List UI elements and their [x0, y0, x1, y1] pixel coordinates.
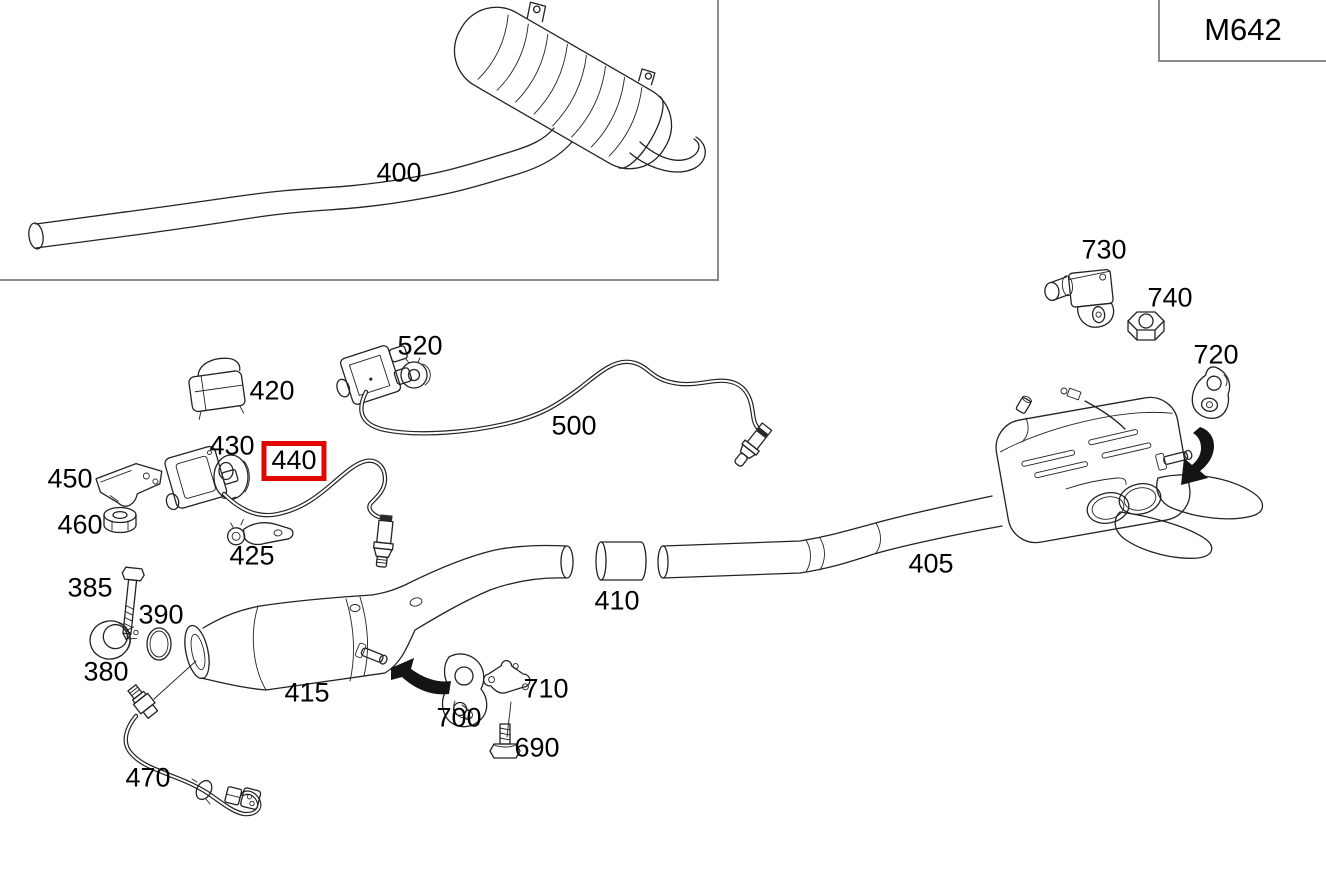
part-drawing-425: [226, 518, 294, 546]
part-label-450[interactable]: 450: [47, 463, 93, 494]
part-drawing-710: [483, 660, 531, 738]
part-label-470[interactable]: 470: [125, 762, 171, 793]
part-drawing-440: [164, 445, 394, 568]
part-drawing-rear-muffler: [995, 387, 1264, 559]
part-drawing-390: [146, 627, 172, 661]
part-drawing-405: [657, 495, 1003, 579]
part-drawing-730: [1044, 268, 1115, 328]
part-drawing-400: [28, 1, 706, 250]
part-label-390[interactable]: 390: [138, 599, 184, 630]
part-label-690[interactable]: 690: [514, 732, 560, 763]
arrow-700: [391, 658, 451, 695]
inset-frame: [0, 0, 719, 281]
part-drawing-380: [89, 620, 139, 660]
part-drawing-450: [95, 462, 163, 507]
part-label-740[interactable]: 740: [1147, 282, 1193, 313]
part-label-700[interactable]: 700: [436, 702, 482, 733]
part-label-730[interactable]: 730: [1081, 234, 1127, 265]
part-label-440-highlighted[interactable]: 440: [261, 441, 327, 481]
part-label-380[interactable]: 380: [83, 656, 129, 687]
part-label-440: 440: [271, 445, 317, 475]
part-drawing-410: [595, 541, 647, 581]
part-label-420[interactable]: 420: [249, 375, 295, 406]
part-drawing-420: [188, 357, 246, 420]
part-drawing-690: [489, 723, 521, 759]
part-label-410[interactable]: 410: [594, 585, 640, 616]
part-drawing-470: [123, 684, 262, 817]
part-label-385[interactable]: 385: [67, 572, 113, 603]
part-drawing-740: [1127, 311, 1165, 341]
part-drawing-520: [336, 345, 431, 405]
engine-code-box: M642: [1158, 0, 1326, 62]
part-label-710[interactable]: 710: [523, 673, 569, 704]
part-label-405[interactable]: 405: [908, 548, 954, 579]
part-drawing-415: [153, 544, 574, 700]
part-label-415[interactable]: 415: [284, 677, 330, 708]
part-drawing-720: [1191, 366, 1231, 419]
part-label-400[interactable]: 400: [376, 157, 422, 188]
part-drawing-430: [213, 454, 250, 500]
part-drawing-500: [359, 359, 773, 467]
part-label-430[interactable]: 430: [209, 430, 255, 461]
part-label-720[interactable]: 720: [1193, 339, 1239, 370]
part-label-460[interactable]: 460: [57, 509, 103, 540]
engine-code-label: M642: [1204, 12, 1282, 47]
part-label-500[interactable]: 500: [551, 410, 597, 441]
part-label-520[interactable]: 520: [397, 330, 443, 361]
part-label-425[interactable]: 425: [229, 540, 275, 571]
part-drawing-460: [103, 506, 137, 534]
arrow-720: [1181, 427, 1214, 485]
